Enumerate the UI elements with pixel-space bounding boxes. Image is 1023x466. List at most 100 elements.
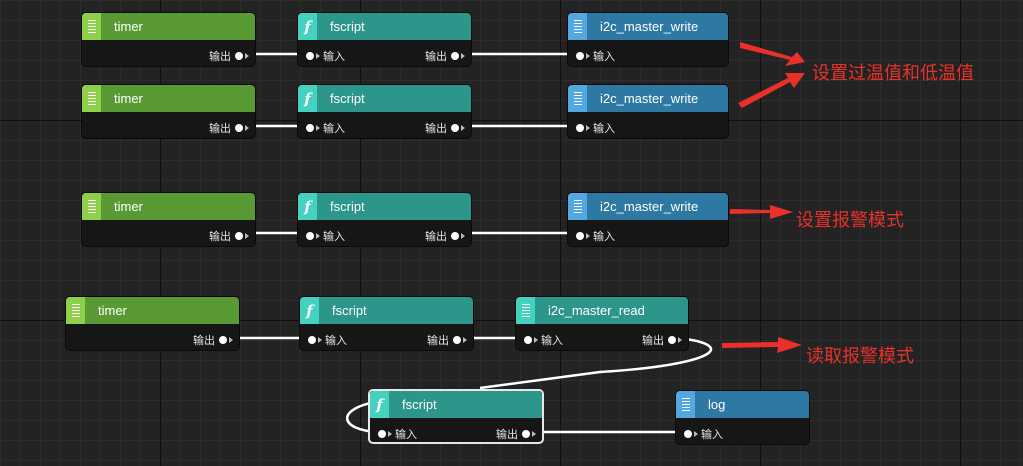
node-i2c-master-read[interactable]: i2c_master_read 输入 输出 — [515, 296, 689, 351]
port-dot[interactable] — [576, 232, 584, 240]
output-port[interactable]: 输出 — [425, 48, 465, 64]
port-dot[interactable] — [522, 430, 530, 438]
node-fscript[interactable]: f fscript 输入 输出 — [368, 389, 544, 444]
output-port[interactable]: 输出 — [209, 48, 249, 64]
node-i2c-master-write[interactable]: i2c_master_write 输入 — [567, 84, 729, 139]
node-timer[interactable]: timer 输出 — [81, 12, 256, 67]
node-header[interactable]: timer — [82, 193, 255, 220]
annotation-text: 设置报警模式 — [796, 210, 904, 230]
node-i2c-master-write[interactable]: i2c_master_write 输入 — [567, 12, 729, 67]
node-header[interactable]: i2c_master_read — [516, 297, 688, 324]
node-header[interactable]: log — [676, 391, 809, 418]
output-port[interactable]: 输出 — [209, 120, 249, 136]
port-label: 输入 — [395, 429, 417, 441]
list-icon — [82, 13, 101, 40]
input-port[interactable]: 输入 — [684, 426, 723, 442]
input-port[interactable]: 输入 — [576, 120, 615, 136]
input-port[interactable]: 输入 — [524, 332, 563, 348]
port-dot[interactable] — [308, 336, 316, 344]
port-arrow-icon — [463, 337, 467, 343]
node-header[interactable]: timer — [66, 297, 239, 324]
input-port[interactable]: 输入 — [576, 48, 615, 64]
port-arrow-icon — [461, 53, 465, 59]
port-dot[interactable] — [306, 124, 314, 132]
port-label: 输入 — [323, 231, 345, 243]
list-icon — [568, 193, 587, 220]
output-port[interactable]: 输出 — [496, 426, 536, 442]
port-arrow-icon — [245, 233, 249, 239]
input-port[interactable]: 输入 — [576, 228, 615, 244]
port-dot[interactable] — [524, 336, 532, 344]
annotation-arrows — [722, 42, 805, 353]
port-label: 输出 — [496, 429, 518, 441]
output-port[interactable]: 输出 — [642, 332, 682, 348]
node-i2c-master-write[interactable]: i2c_master_write 输入 — [567, 192, 729, 247]
port-arrow-icon — [694, 431, 698, 437]
list-icon — [66, 297, 85, 324]
node-header[interactable]: i2c_master_write — [568, 13, 728, 40]
output-port[interactable]: 输出 — [427, 332, 467, 348]
node-timer[interactable]: timer 输出 — [65, 296, 240, 351]
output-port[interactable]: 输出 — [425, 228, 465, 244]
port-label: 输出 — [209, 231, 231, 243]
port-dot[interactable] — [306, 232, 314, 240]
port-dot[interactable] — [378, 430, 386, 438]
port-dot[interactable] — [668, 336, 676, 344]
node-title: i2c_master_write — [600, 199, 699, 214]
annotation-text: 设置过温值和低温值 — [812, 63, 974, 83]
output-port[interactable]: 输出 — [425, 120, 465, 136]
port-arrow-icon — [586, 53, 590, 59]
node-timer[interactable]: timer 输出 — [81, 84, 256, 139]
port-dot[interactable] — [235, 124, 243, 132]
port-dot[interactable] — [235, 52, 243, 60]
output-port[interactable]: 输出 — [209, 228, 249, 244]
port-label: 输入 — [541, 335, 563, 347]
node-timer[interactable]: timer 输出 — [81, 192, 256, 247]
port-label: 输出 — [209, 123, 231, 135]
port-dot[interactable] — [451, 232, 459, 240]
port-dot[interactable] — [235, 232, 243, 240]
input-port[interactable]: 输入 — [306, 48, 345, 64]
node-title: fscript — [330, 19, 365, 34]
node-title: fscript — [402, 397, 437, 412]
node-title: timer — [114, 199, 143, 214]
node-title: timer — [114, 19, 143, 34]
function-icon: f — [300, 297, 319, 324]
port-dot[interactable] — [684, 430, 692, 438]
input-port[interactable]: 输入 — [378, 426, 417, 442]
port-dot[interactable] — [451, 124, 459, 132]
port-label: 输入 — [701, 429, 723, 441]
node-header[interactable]: timer — [82, 85, 255, 112]
port-arrow-icon — [586, 125, 590, 131]
input-port[interactable]: 输入 — [306, 228, 345, 244]
node-header[interactable]: i2c_master_write — [568, 85, 728, 112]
port-dot[interactable] — [306, 52, 314, 60]
port-label: 输入 — [323, 51, 345, 63]
input-port[interactable]: 输入 — [306, 120, 345, 136]
node-title: log — [708, 397, 726, 412]
node-title: timer — [98, 303, 127, 318]
port-dot[interactable] — [451, 52, 459, 60]
node-title: fscript — [330, 199, 365, 214]
port-dot[interactable] — [576, 52, 584, 60]
output-port[interactable]: 输出 — [193, 332, 233, 348]
port-dot[interactable] — [453, 336, 461, 344]
node-header[interactable]: i2c_master_write — [568, 193, 728, 220]
function-icon: f — [370, 391, 389, 418]
node-header[interactable]: timer — [82, 13, 255, 40]
port-arrow-icon — [316, 125, 320, 131]
port-label: 输出 — [642, 335, 664, 347]
port-dot[interactable] — [576, 124, 584, 132]
port-dot[interactable] — [219, 336, 227, 344]
node-log[interactable]: log 输入 — [675, 390, 810, 445]
node-header[interactable]: f fscript — [370, 391, 542, 418]
input-port[interactable]: 输入 — [308, 332, 347, 348]
